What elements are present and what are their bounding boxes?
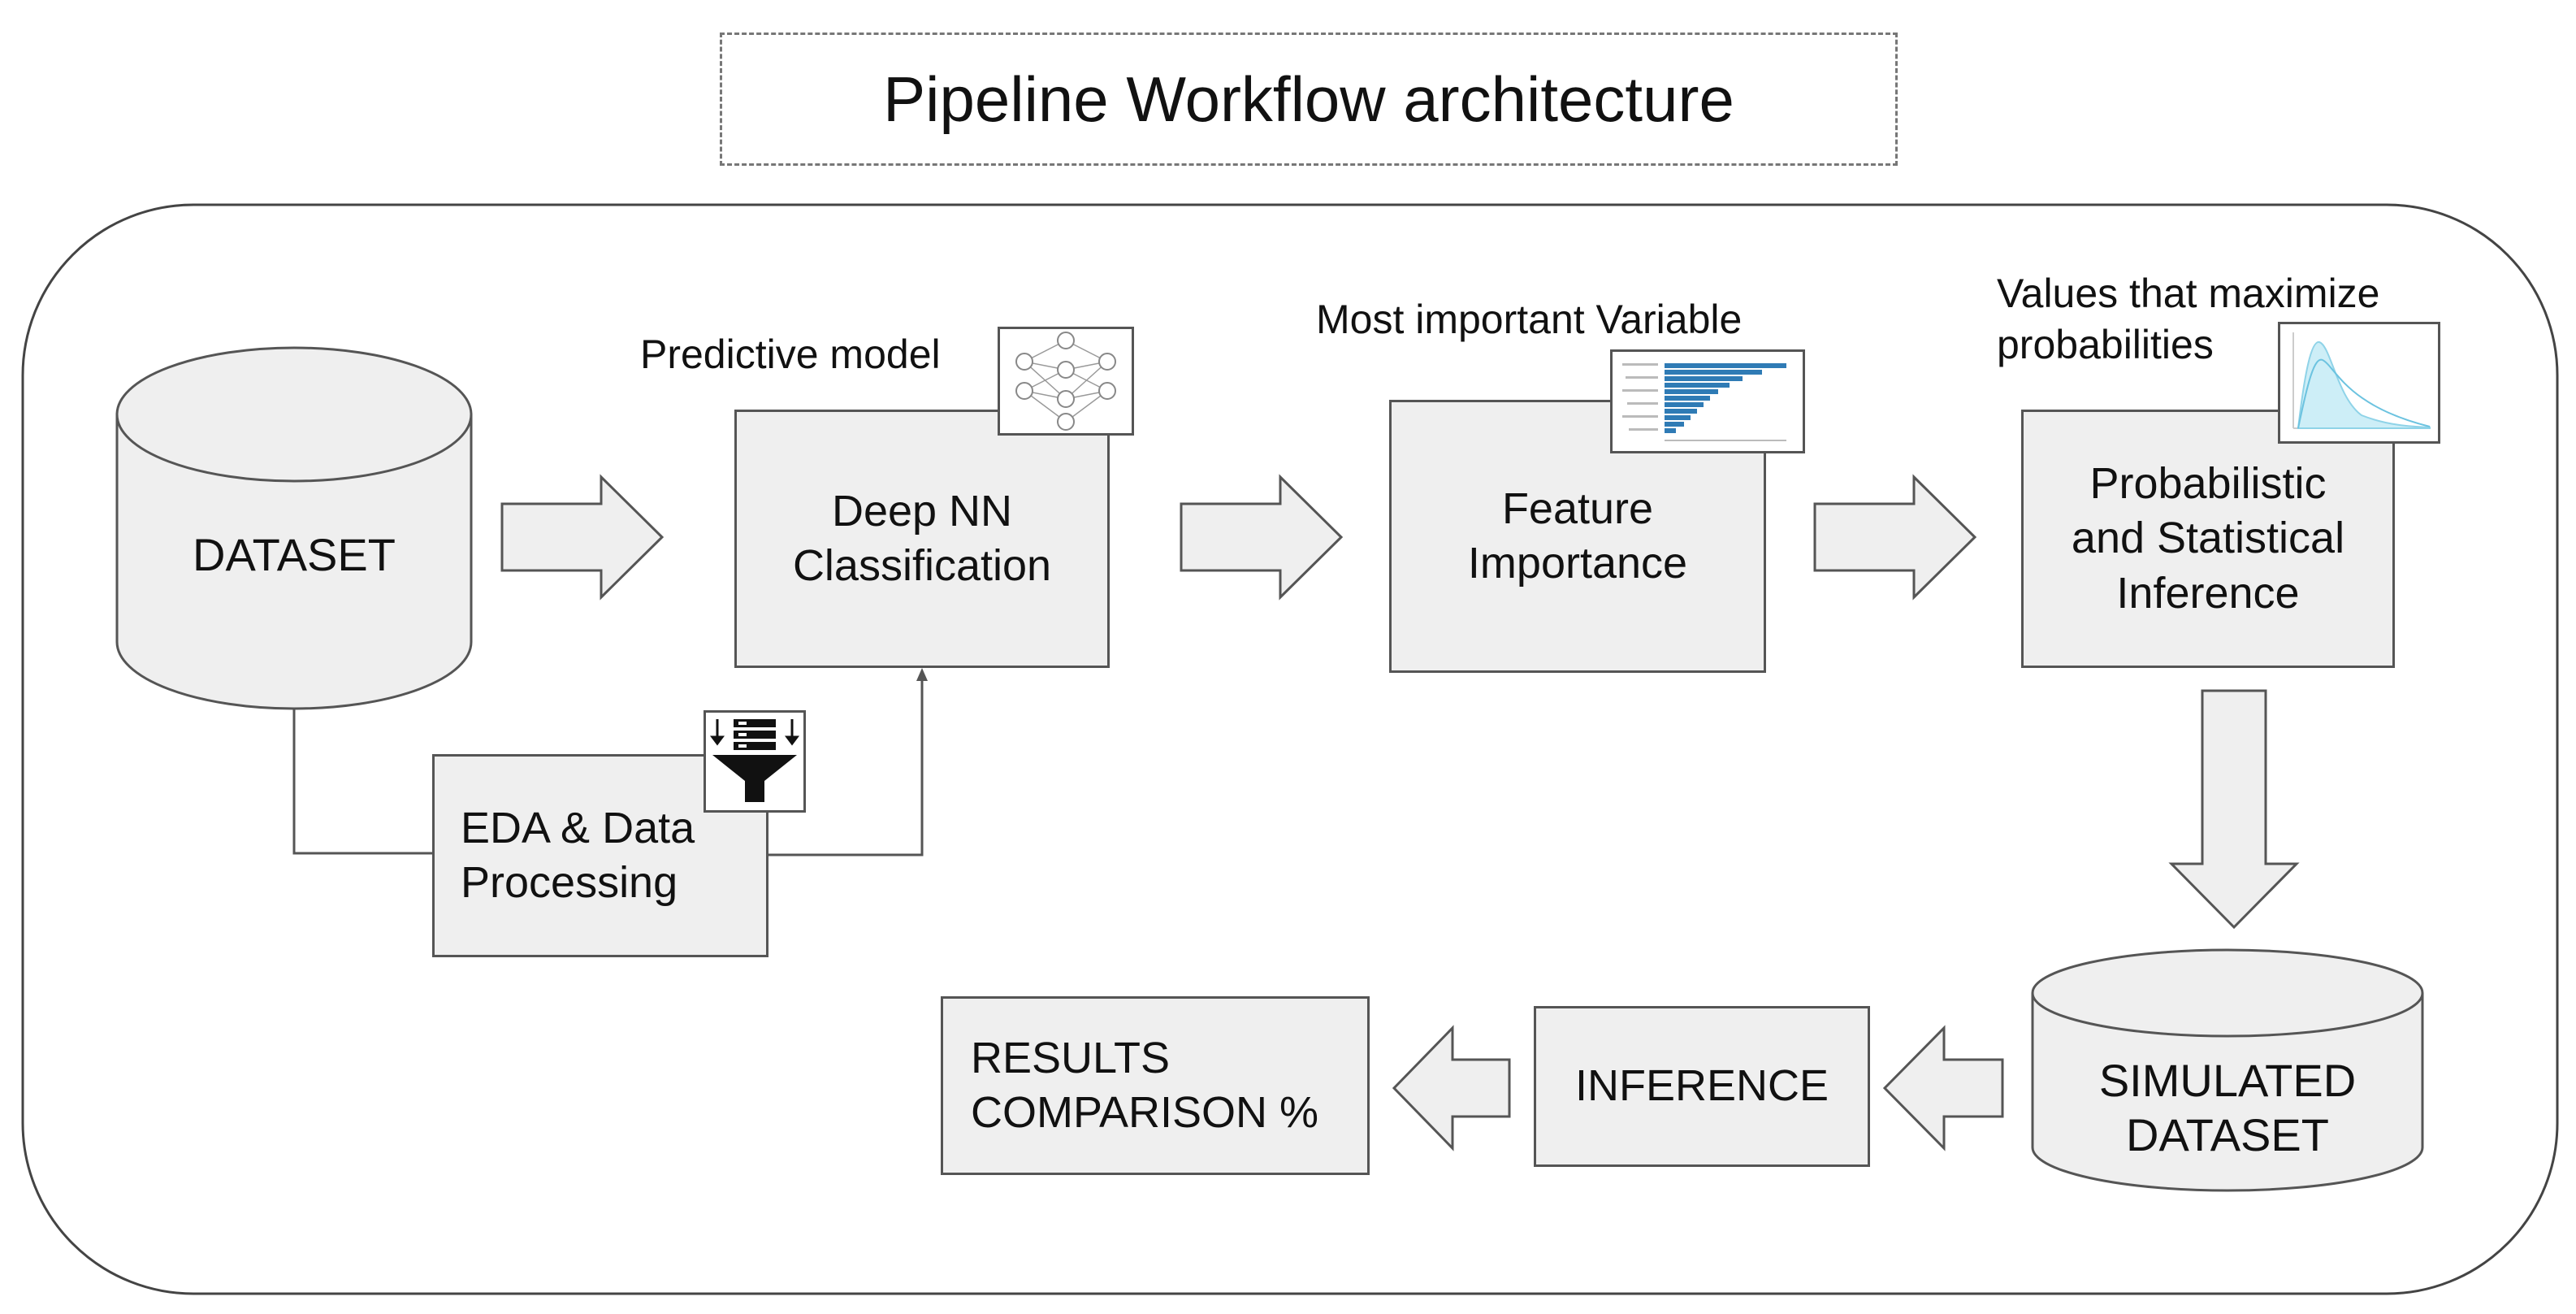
dataset-label: DATASET [193,529,396,580]
results-comparison-box: RESULTS COMPARISON % [941,996,1370,1175]
feature-line-2: Importance [1467,539,1688,588]
deep-nn-classification-box: Deep NN Classification [734,410,1110,668]
arrow-feature-to-probabilistic [1813,474,1977,601]
eda-data-processing-box: EDA & Data Processing [432,754,768,957]
page-title: Pipeline Workflow architecture [720,33,1898,166]
neural-network-icon [998,327,1134,436]
values-maximize-line-2: probabilities [1997,321,2214,367]
feature-line-1: Feature [1501,484,1654,533]
most-important-variable-label: Most important Variable [1316,297,1743,342]
probabilistic-line-1: Probabilistic [2089,458,2327,508]
probabilistic-line-2: and Statistical [2071,514,2345,563]
inference-label: INFERENCE [1574,1061,1829,1111]
simulated-line-2: DATASET [2126,1109,2329,1161]
simulated-line-1: SIMULATED [2098,1055,2357,1106]
connector-dataset-to-eda [292,709,434,855]
inference-box: INFERENCE [1534,1006,1870,1167]
results-line-1: RESULTS [971,1033,1171,1082]
data-funnel-icon [704,710,806,813]
simulated-dataset-label: SIMULATED DATASET [2033,1053,2422,1162]
eda-line-1: EDA & Data [461,803,695,852]
connector-arrowhead [916,668,928,681]
connector-eda-to-deepnn [767,676,924,856]
distribution-plot-icon [2278,322,2440,444]
probabilistic-inference-box: Probabilistic and Statistical Inference [2021,410,2395,668]
simulated-dataset-cylinder [2031,948,2424,1192]
values-maximize-label: Values that maximize probabilities [1997,268,2379,370]
probabilistic-line-3: Inference [2116,568,2300,618]
results-line-2: COMPARISON % [971,1088,1319,1137]
arrow-deepnn-to-feature [1180,474,1344,601]
arrow-inference-to-results [1392,1025,1511,1151]
eda-line-2: Processing [461,858,678,907]
pipeline-container [21,203,2559,1295]
arrow-dataset-to-deepnn [500,474,665,601]
bar-chart-icon [1610,349,1805,453]
arrow-simulated-to-inference [1882,1025,2004,1151]
dataset-cylinder [115,346,473,710]
predictive-model-label: Predictive model [640,332,941,377]
arrow-probabilistic-to-simulated [2168,689,2300,930]
values-maximize-line-1: Values that maximize [1997,271,2380,316]
deep-nn-line-1: Deep NN [831,486,1013,536]
deep-nn-line-2: Classification [792,541,1052,590]
